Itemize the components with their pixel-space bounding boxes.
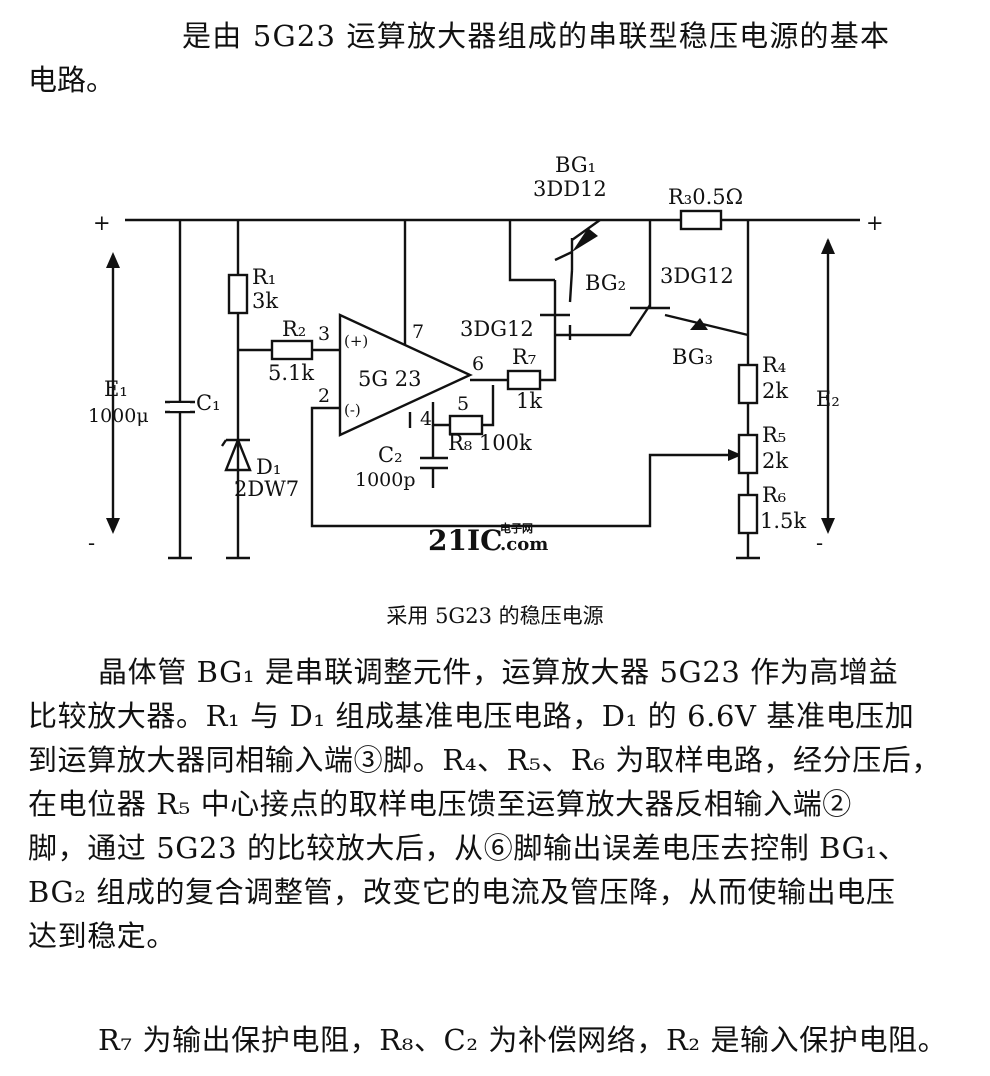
c2-value: 1000p <box>355 469 416 491</box>
r5-wiper-arrow <box>728 449 742 461</box>
e2-label: E₂ <box>816 387 840 411</box>
bg3-label: BG₃ <box>672 345 713 369</box>
left-minus-terminal: - <box>88 531 95 555</box>
body-line-2: 比较放大器。R₁ 与 D₁ 组成基准电压电路，D₁ 的 6.6V 基准电压加 <box>28 699 915 733</box>
r7-label: R₇ <box>512 345 536 369</box>
body-line-1: 晶体管 BG₁ 是串联调整元件，运算放大器 5G23 作为高增益 <box>98 655 899 689</box>
intro-paragraph: 是由 5G23 运算放大器组成的串联型稳压电源的基本 电路。 <box>0 14 990 102</box>
r1-value: 3k <box>252 289 278 313</box>
c2-capacitor <box>420 425 448 488</box>
c1-capacitor <box>165 400 195 414</box>
opamp-label: 5G 23 <box>358 367 422 391</box>
bg2-model: 3DG12 <box>460 317 534 341</box>
r8-label: R₈ 100k <box>448 431 532 455</box>
bg3-emitter-arrow <box>690 318 708 330</box>
e1-value: 1000μ <box>88 405 149 427</box>
body-line-7: 达到稳定。 <box>28 919 177 953</box>
pin4-label: 4 <box>420 408 432 430</box>
r3-label: R₃0.5Ω <box>668 185 743 209</box>
r7-value: 1k <box>516 389 542 413</box>
opamp-minus-input: (-) <box>344 401 361 419</box>
e1-label: E₁ <box>104 377 128 401</box>
ground-c1 <box>168 220 192 560</box>
right-plus-terminal: + <box>866 211 884 235</box>
body-line-3: 到运算放大器同相输入端③脚。R₄、R₅、R₆ 为取样电路，经分压后， <box>28 743 942 777</box>
r4-value: 2k <box>762 379 788 403</box>
intro-line-2: 电路。 <box>28 63 116 97</box>
r5-resistor <box>737 433 759 475</box>
r7-resistor <box>506 369 542 391</box>
ground-d1 <box>226 220 250 560</box>
watermark-sub1: 电子网 <box>500 521 533 535</box>
d1-model: 2DW7 <box>234 477 299 501</box>
feedback-wire <box>310 406 740 528</box>
bg1-transistor <box>508 219 601 282</box>
footer-paragraph: R₇ 为输出保护电阻，R₈、C₂ 为补偿网络，R₂ 是输入保护电阻。 <box>0 1018 990 1062</box>
bg1-label: BG₁ <box>555 153 596 177</box>
r1-label: R₁ <box>252 265 276 289</box>
opamp-plus-input: (+) <box>344 332 368 350</box>
r6-value: 1.5k <box>760 509 806 533</box>
intro-line-1: 是由 5G23 运算放大器组成的串联型稳压电源的基本 <box>182 19 891 53</box>
opamp-output-wire <box>470 335 557 382</box>
r3-resistor <box>679 209 723 231</box>
pin3-label: 3 <box>318 323 330 345</box>
bg2-label: BG₂ <box>585 271 626 295</box>
c2-label: C₂ <box>378 443 403 467</box>
watermark-logo: 21IC <box>428 524 502 557</box>
d1-label: D₁ <box>256 455 281 479</box>
r4-label: R₄ <box>762 353 786 377</box>
circuit-diagram: BG₁ 3DD12 R₃0.5Ω BG₂ 3DG12 3DG12 BG₃ R₁ … <box>88 153 884 560</box>
r2-label: R₂ <box>282 317 306 341</box>
r6-label: R₆ <box>762 483 786 507</box>
pin6-label: 6 <box>472 353 484 375</box>
bg1-emitter-arrow <box>572 228 598 252</box>
pin7-label: 7 <box>412 321 424 343</box>
footer-line-1: R₇ 为输出保护电阻，R₈、C₂ 为补偿网络，R₂ 是输入保护电阻。 <box>98 1023 948 1057</box>
body-paragraph: 晶体管 BG₁ 是串联调整元件，运算放大器 5G23 作为高增益 比较放大器。R… <box>0 650 990 958</box>
r5-value: 2k <box>762 449 788 473</box>
d1-zener-symbol <box>221 436 252 472</box>
r6-resistor <box>737 493 759 535</box>
r2-value: 5.1k <box>268 361 314 385</box>
c1-label: C₁ <box>196 391 221 415</box>
body-line-4: 在电位器 R₅ 中心接点的取样电压馈至运算放大器反相输入端② <box>28 787 852 821</box>
r8-resistor <box>448 414 484 436</box>
watermark-sub2: .com <box>500 534 548 555</box>
r2-resistor <box>270 339 314 361</box>
r1-resistor <box>227 273 249 315</box>
bg3-model: 3DG12 <box>660 264 734 288</box>
figure-caption: 采用 5G23 的稳压电源 <box>386 604 604 628</box>
body-line-6: BG₂ 组成的复合调整管，改变它的电流及管压降，从而使输出电压 <box>28 875 896 909</box>
pin5-label: 5 <box>457 393 469 415</box>
r4-resistor <box>737 363 759 405</box>
bg2-transistor <box>540 269 574 340</box>
r5-label: R₅ <box>762 423 786 447</box>
left-plus-terminal: + <box>93 211 111 235</box>
bg3-transistor <box>630 220 749 337</box>
body-line-5: 脚，通过 5G23 的比较放大后，从⑥脚输出误差电压去控制 BG₁、 <box>28 831 908 865</box>
right-minus-terminal: - <box>816 531 823 555</box>
pin2-label: 2 <box>318 385 330 407</box>
bg1-model: 3DD12 <box>533 177 607 201</box>
